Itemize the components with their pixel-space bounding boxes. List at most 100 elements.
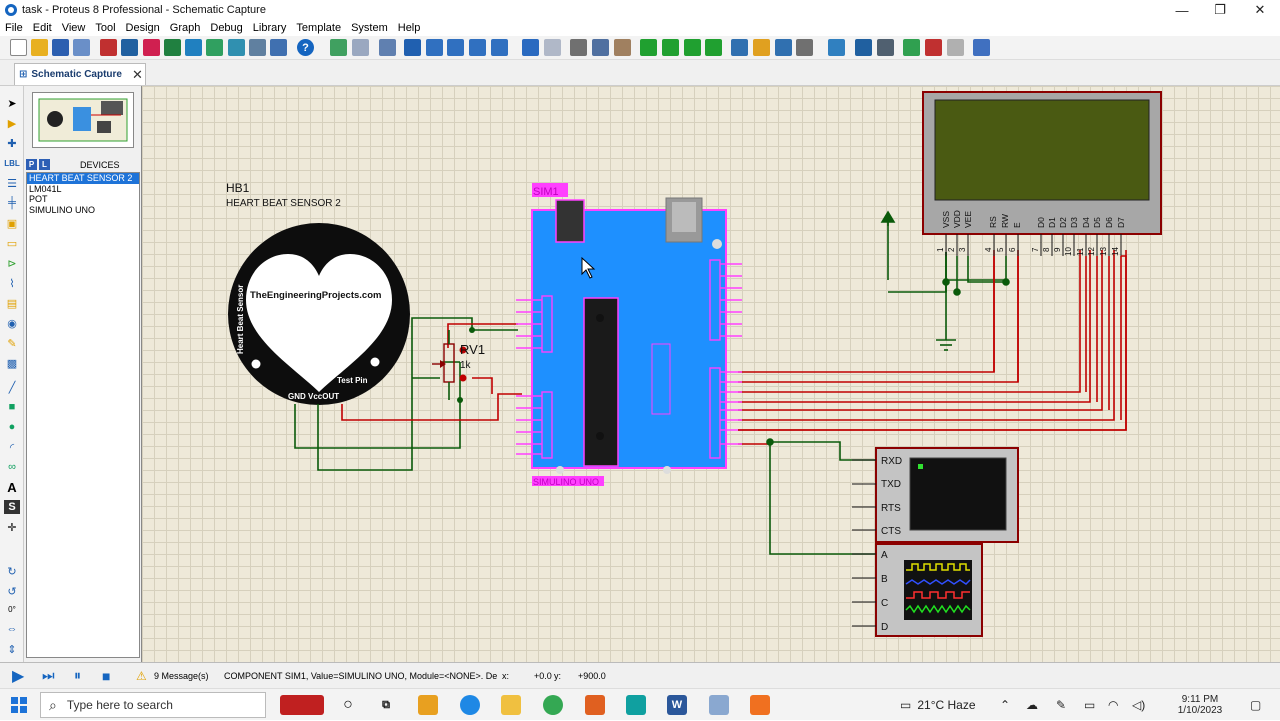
device-item-heart-beat-sensor[interactable]: HEART BEAT SENSOR 2 [27,173,139,184]
step-button[interactable]: ⏭ [42,667,55,683]
buses-icon[interactable]: ╪ [8,197,16,209]
block-move-icon[interactable] [662,39,679,56]
open-folder-icon[interactable] [31,39,48,56]
menu-tool[interactable]: Tool [95,22,116,34]
library-manager-button[interactable]: L [39,159,50,170]
edge-browser-icon[interactable] [460,695,480,715]
mirror-y-icon[interactable]: ⇕ [7,643,17,656]
pcb-icon[interactable] [143,39,160,56]
minimize-button[interactable]: — [1175,2,1189,18]
search-tag-icon[interactable] [855,39,872,56]
line-2d-icon[interactable]: ╱ [8,381,16,394]
zoom-area-icon[interactable] [491,39,508,56]
new-sheet-icon[interactable] [903,39,920,56]
battery-icon[interactable]: ▭ [1084,698,1096,712]
block-rotate-icon[interactable] [684,39,701,56]
subcircuit-icon[interactable]: ▣ [6,217,18,230]
menu-help[interactable]: Help [397,22,421,34]
block-delete-icon[interactable] [705,39,722,56]
heart-beat-sensor[interactable]: TheEngineeringProjects.com Heart Beat Se… [228,223,410,405]
rotation-angle[interactable]: 0° [8,604,16,614]
marker-2d-icon[interactable]: ✛ [7,521,17,534]
source-code-icon[interactable] [270,39,287,56]
tray-overflow-icon[interactable]: ⌃ [1000,698,1011,712]
symbol-2d-icon[interactable]: S [4,500,20,514]
home-icon[interactable] [100,39,117,56]
text-script-icon[interactable]: ☰ [7,177,17,190]
gerber-icon[interactable] [164,39,181,56]
package-tool-icon[interactable] [775,39,792,56]
terminals-icon[interactable]: ▭ [6,237,18,250]
menu-system[interactable]: System [351,22,388,34]
menu-file[interactable]: File [5,22,23,34]
virtual-terminal[interactable]: RXD TXD RTS CTS [852,447,1019,543]
wire-autorouter-icon[interactable] [828,39,845,56]
tab-schematic-capture[interactable]: ⊞ Schematic Capture ✕ [14,63,146,85]
messages-count[interactable]: 9 Message(s) [154,670,209,681]
menu-edit[interactable]: Edit [32,22,52,34]
overview-window[interactable] [32,92,134,148]
lcd-lm041l[interactable]: VSS VDD VEE RS RW E D0 D1 D2 D3 D4 D5 D6… [922,91,1162,256]
cortana-icon[interactable]: ○ [343,696,353,713]
3d-view-icon[interactable] [185,39,202,56]
xampp-icon[interactable] [585,695,605,715]
remove-sheet-icon[interactable] [925,39,942,56]
rotate-cw-icon[interactable]: ↻ [7,565,17,578]
windows-start-icon[interactable] [11,697,27,713]
chrome-icon[interactable] [543,695,563,715]
wifi-icon[interactable]: ◠ [1108,698,1119,712]
grid-toggle-icon[interactable] [352,39,369,56]
weather-widget[interactable]: ▭ 21°C Haze [900,689,976,721]
task-view-icon[interactable]: ⧉ [382,698,390,711]
text-2d-icon[interactable]: A [7,479,17,495]
ground-terminal[interactable] [936,339,956,351]
menu-design[interactable]: Design [125,22,160,34]
arc-2d-icon[interactable]: ◜ [9,441,15,454]
netlist-icon[interactable] [973,39,990,56]
component-mode-icon[interactable]: ▶ [7,117,17,130]
cut-icon[interactable] [570,39,587,56]
pan-icon[interactable] [404,39,421,56]
taskbar-app-game-icon[interactable] [280,695,324,715]
help-icon[interactable]: ? [297,39,314,56]
presentation-app-icon[interactable] [750,695,770,715]
arduino-ide-icon[interactable] [626,695,646,715]
virtual-instruments-icon[interactable]: ▩ [6,357,18,370]
menu-debug[interactable]: Debug [210,22,243,34]
zoom-in-icon[interactable] [426,39,443,56]
vsm-studio-icon[interactable] [249,39,266,56]
taskbar-search[interactable]: ⌕ Type here to search [40,692,266,718]
decompose-icon[interactable] [796,39,813,56]
device-item-simulino-uno[interactable]: SIMULINO UNO [29,204,96,215]
volume-icon[interactable]: ◁) [1132,698,1146,712]
simulino-uno-board[interactable]: SIM1 [516,183,742,487]
path-2d-icon[interactable]: ∞ [8,461,16,473]
tab-close-icon[interactable]: ✕ [131,66,143,82]
copy-icon[interactable] [592,39,609,56]
maximize-button[interactable]: ❐ [1214,2,1226,17]
paste-icon[interactable] [614,39,631,56]
undo-icon[interactable] [522,39,539,56]
oscilloscope[interactable]: A B C D [852,543,983,637]
bom-icon[interactable] [206,39,223,56]
exit-parent-icon[interactable] [947,39,964,56]
notifications-icon[interactable]: ▢ [1250,698,1262,712]
pen-icon[interactable]: ✎ [1056,698,1067,712]
graph-mode-icon[interactable]: ⌇ [9,277,15,290]
refresh-icon[interactable] [330,39,347,56]
redo-icon[interactable] [544,39,561,56]
voltage-probe-icon[interactable]: ✎ [7,337,17,350]
clock[interactable]: 9:11 PM 1/10/2023 [1164,689,1236,721]
menu-view[interactable]: View [61,22,86,34]
pick-devices-button[interactable]: P [26,159,37,170]
ms-store-icon[interactable] [418,695,438,715]
word-icon[interactable]: W [667,695,687,715]
menu-library[interactable]: Library [252,22,287,34]
device-pins-icon[interactable]: ⊳ [7,257,17,270]
schematic-canvas[interactable]: HB1 HEART BEAT SENSOR 2 TheEngineeringPr… [142,86,1280,662]
file-explorer-icon[interactable] [501,695,521,715]
play-button[interactable]: ▶ [12,667,25,685]
box-2d-icon[interactable]: ■ [8,401,16,413]
device-item-pot[interactable]: POT [29,194,48,204]
junction-dot-icon[interactable]: ✚ [7,137,17,150]
